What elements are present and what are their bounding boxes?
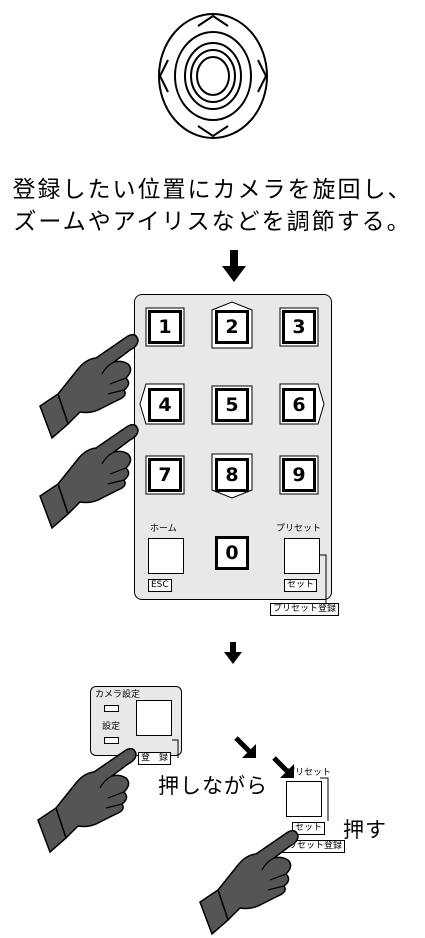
key-3[interactable]: 3 — [282, 310, 316, 344]
diagonal-arrow-icon — [272, 756, 294, 778]
pointing-hand-icon — [37, 747, 137, 853]
pointing-hand-icon — [39, 423, 139, 529]
register-button[interactable] — [136, 700, 172, 736]
key-7[interactable]: 7 — [148, 458, 182, 492]
register-label: 登 録 — [138, 752, 172, 765]
preset-label: プリセット — [276, 524, 322, 534]
key-8[interactable]: 8 — [215, 458, 249, 492]
preset-register-label: プリセット登録 — [270, 603, 340, 616]
camera-settings-label: カメラ設定 — [95, 690, 141, 700]
key-9[interactable]: 9 — [282, 458, 316, 492]
home-button[interactable] — [148, 538, 184, 574]
key-2[interactable]: 2 — [215, 310, 249, 344]
settings-label: 設定 — [102, 722, 121, 732]
down-arrow-icon — [222, 250, 246, 282]
key-1[interactable]: 1 — [148, 310, 182, 344]
settings-indicator — [104, 737, 119, 744]
joystick-icon — [158, 13, 268, 139]
step-preset-button[interactable] — [286, 781, 322, 817]
instruction-line-2: ズームやアイリスなどを調節する。 — [13, 209, 412, 235]
home-label: ホーム — [150, 524, 177, 534]
step-set-label: セット — [292, 822, 326, 835]
pointing-hand-icon — [199, 829, 299, 935]
preset-button[interactable] — [284, 538, 320, 574]
set-label: セット — [284, 579, 318, 592]
while-pressing-text: 押しながら — [158, 774, 268, 798]
key-4[interactable]: 4 — [148, 388, 182, 422]
esc-label: ESC — [148, 579, 172, 592]
diagonal-arrow-icon — [234, 736, 256, 758]
key-6[interactable]: 6 — [282, 388, 316, 422]
press-text: 押す — [343, 818, 387, 842]
key-5[interactable]: 5 — [215, 388, 249, 422]
instruction-line-1: 登録したい位置にカメラを旋回し、 — [12, 177, 413, 203]
camera-settings-indicator — [104, 705, 119, 712]
down-arrow-icon — [224, 642, 242, 664]
step-preset-label: プリセット — [286, 768, 332, 778]
key-0[interactable]: 0 — [215, 536, 249, 570]
pointing-hand-icon — [39, 333, 139, 439]
